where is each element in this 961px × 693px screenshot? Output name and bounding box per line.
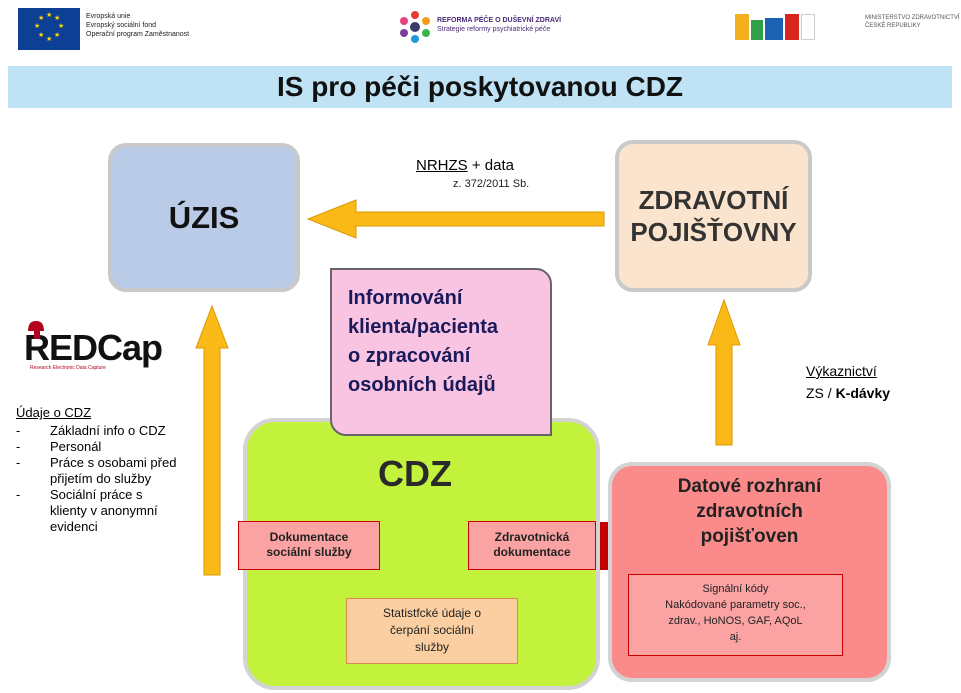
reform-text: REFORMA PÉČE O DUŠEVNÍ ZDRAVÍ Strategie … — [437, 17, 562, 33]
eu-text: Evropská unie Evropský sociální fond Ope… — [86, 13, 190, 38]
ministry-text: MINISTERSTVO ZDRAVOTNICTVÍ ČESKÉ REPUBLI… — [865, 15, 960, 29]
arrow-up-right — [707, 298, 741, 446]
cdz-title: CDZ — [378, 453, 452, 494]
udaje-list: Údaje o CDZ Základní info o CDZ Personál… — [16, 405, 206, 535]
page-title: IS pro péči poskytovanou CDZ — [276, 71, 684, 102]
statisticke-udaje-box: Statistfcké údaje o čerpání sociální slu… — [346, 598, 518, 664]
ministry-logo-icon — [735, 14, 855, 40]
dokumentace-socialni-box: Dokumentace sociální služby — [238, 521, 380, 570]
list-item: Sociální práce s klienty v anonymní evid… — [16, 487, 170, 535]
signalni-kody-box: Signální kódy Nakódované parametry soc.,… — [628, 574, 843, 656]
eu-flag-logo: ★★★ ★★★ ★★ — [18, 8, 80, 50]
vykaznictvi-label: Výkaznictví ZS / K-dávky — [806, 363, 891, 401]
uzis-box: ÚZIS — [108, 143, 300, 292]
zakon-label: z. 372/2011 Sb. — [453, 178, 530, 190]
list-item: Personál — [16, 439, 206, 455]
title-bar: IS pro péči poskytovanou CDZ — [8, 66, 952, 108]
pojistovny-label-2: POJIŠŤOVNY — [630, 217, 797, 247]
redcap-logo: REDCap Research Electronic Data Capture — [24, 321, 163, 371]
udaje-heading: Údaje o CDZ — [16, 405, 92, 420]
red-connector-bar — [598, 522, 610, 570]
redcap-subtitle: Research Electronic Data Capture — [30, 365, 106, 371]
redcap-wordmark: REDCap — [24, 327, 163, 368]
uzis-label: ÚZIS — [168, 199, 240, 235]
pojistovny-box: ZDRAVOTNÍ POJIŠŤOVNY — [615, 140, 812, 292]
reform-logo-icon — [400, 11, 430, 43]
pojistovny-label-1: ZDRAVOTNÍ — [638, 185, 789, 215]
arrow-to-uzis — [306, 199, 605, 239]
redcap-cap-icon — [28, 321, 44, 339]
list-item: Práce s osobami před přijetím do služby — [16, 455, 200, 487]
nrhzs-label: NRHZS + data — [416, 157, 514, 174]
list-item: Základní info o CDZ — [16, 423, 170, 439]
informovani-box: Informování klienta/pacienta o zpracován… — [330, 268, 552, 436]
datove-rozhrani-title: Datové rozhraní zdravotních pojišťoven — [677, 476, 822, 547]
zdravotnicka-dokumentace-box: Zdravotnická dokumentace — [468, 521, 596, 570]
arrow-up-left — [195, 304, 229, 576]
